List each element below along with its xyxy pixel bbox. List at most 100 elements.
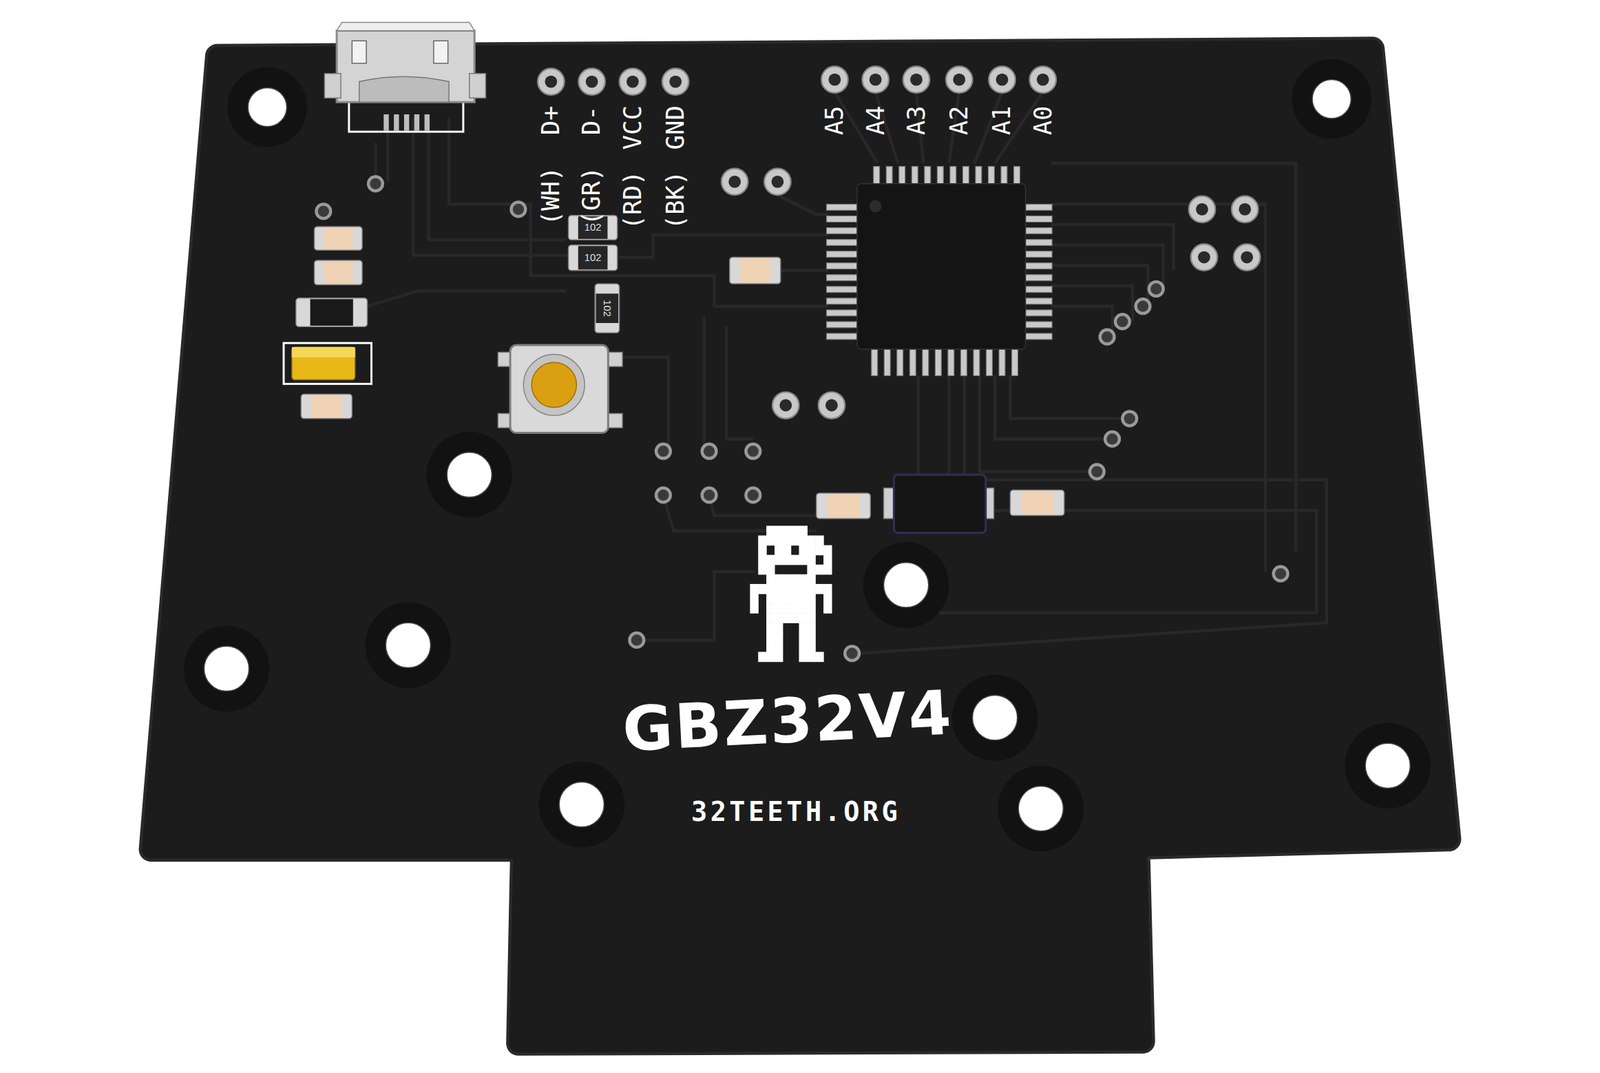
via <box>656 488 671 503</box>
trace <box>709 495 817 516</box>
pad <box>1188 196 1216 224</box>
tactile-switch <box>497 344 623 433</box>
via <box>702 488 717 503</box>
via <box>1100 329 1115 345</box>
pad-hole <box>825 399 838 412</box>
mounting-hole <box>203 645 249 691</box>
mascot-pixel <box>791 554 800 566</box>
board-name: GBZ32V4 <box>620 681 955 761</box>
mascot-pixel <box>766 564 775 575</box>
pad-hole <box>544 75 557 89</box>
trace <box>917 375 920 480</box>
mascot-pixel <box>766 622 775 633</box>
mascot-pixel <box>774 612 783 624</box>
pad-hole <box>952 73 966 87</box>
pad <box>578 68 606 96</box>
mascot-pixel <box>815 651 824 663</box>
mascot-pixel <box>806 622 816 633</box>
trace <box>857 375 1327 654</box>
pad-hole <box>996 73 1009 87</box>
trace <box>1051 203 1266 572</box>
pad-hole <box>771 175 785 188</box>
pin-label: D+ <box>539 105 564 135</box>
mascot-pixel <box>782 554 792 566</box>
usb-pin <box>404 114 409 131</box>
chip-pin <box>922 346 929 376</box>
chip-pin <box>826 298 858 305</box>
mascot-pixel <box>782 574 792 585</box>
mascot-pixel <box>806 651 816 663</box>
mascot-pixel <box>749 593 759 604</box>
mascot-pixel <box>799 603 808 614</box>
chip-pin <box>934 346 942 376</box>
mounting-hole <box>1018 785 1063 831</box>
pad-hole <box>585 75 599 89</box>
mascot-pixel <box>806 583 816 595</box>
vias <box>316 176 1288 661</box>
via <box>656 444 671 459</box>
th-pads <box>537 66 1260 418</box>
chip-pin <box>826 333 858 340</box>
smd-part <box>594 283 620 333</box>
chip-pin <box>1023 203 1053 210</box>
pad <box>988 66 1016 93</box>
mascot-pixel <box>774 622 783 633</box>
mascot-pixel <box>806 632 816 643</box>
chip-pin <box>826 309 858 317</box>
mascot-pixel <box>766 525 775 536</box>
chip-pin <box>985 346 993 376</box>
mascot-pixel <box>799 651 808 663</box>
mascot-pixel <box>766 554 775 566</box>
hole-ring <box>863 541 950 628</box>
mounting-hole <box>446 452 492 498</box>
mascot-pixel <box>806 535 816 546</box>
smd-part <box>313 260 363 286</box>
mascot-pixel <box>758 564 767 575</box>
via <box>1149 281 1164 297</box>
mascot-pixel <box>815 583 824 595</box>
mascot-pixel <box>782 603 792 614</box>
mounting-hole <box>1312 79 1351 119</box>
mascot-pixel <box>758 535 767 546</box>
pin-label: (BK) <box>662 170 688 230</box>
mascot-pixel <box>799 554 808 566</box>
hole-ring <box>183 625 270 712</box>
mascot-pixel <box>782 593 792 604</box>
trace <box>979 375 1097 472</box>
mascot-pixel <box>766 574 775 585</box>
mascot-pixel <box>823 545 832 556</box>
mascot-pixel <box>774 651 783 663</box>
chip-pin <box>826 216 858 223</box>
mascot-pixel <box>782 535 792 546</box>
pad-hole <box>1238 203 1251 216</box>
pad-hole <box>828 73 842 87</box>
trace <box>775 194 829 215</box>
mascot-pixel <box>806 545 816 556</box>
trace <box>780 269 829 272</box>
trace <box>367 290 567 306</box>
chip-pin <box>826 251 858 258</box>
via <box>745 444 761 459</box>
chip-pin <box>1023 321 1053 328</box>
mascot-pixel <box>766 632 775 643</box>
trace <box>636 571 756 640</box>
via <box>745 488 761 503</box>
mascot-silkscreen <box>749 525 832 662</box>
chip-pin <box>883 346 891 376</box>
mascot-pixel <box>791 612 800 624</box>
chip-pin <box>1023 227 1053 235</box>
mascot-pixel <box>823 583 832 595</box>
mascot-pixel <box>815 564 824 575</box>
pin-label: A5 <box>822 105 848 135</box>
mascot-pixel <box>799 641 808 652</box>
mascot-pixel <box>774 641 783 652</box>
mascot-pixel <box>791 574 800 585</box>
mounting-hole <box>559 782 604 827</box>
mascot-pixel <box>766 593 775 604</box>
mascot-pixel <box>782 583 792 595</box>
trace <box>726 326 754 439</box>
via <box>1089 464 1105 479</box>
smd-part <box>1009 490 1065 516</box>
resistor-code: 102 <box>584 253 602 264</box>
chip-pin <box>998 346 1006 376</box>
